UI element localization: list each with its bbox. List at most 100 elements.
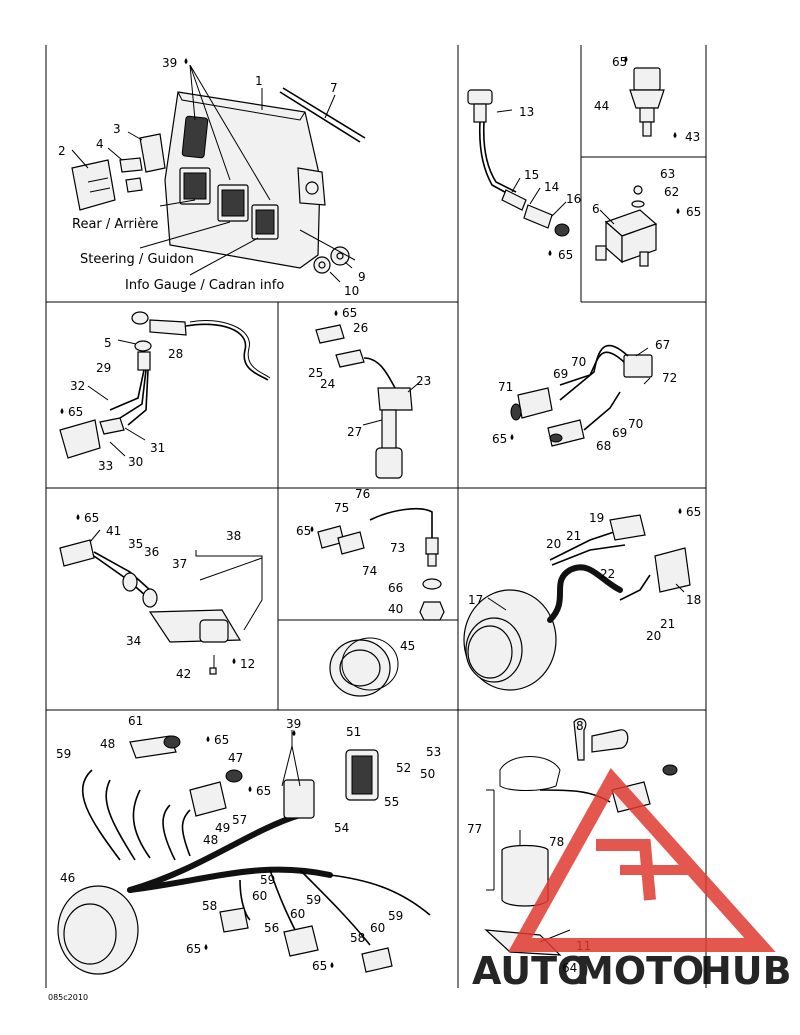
connector-cover-3 — [139, 133, 166, 173]
callout-16: 16 — [566, 192, 581, 206]
callout-69: 69 — [553, 367, 568, 381]
callout-23: 23 — [416, 374, 431, 388]
callout-50: 50 — [420, 767, 435, 781]
callout-17: 17 — [468, 593, 483, 607]
callout-59d: 59 — [388, 909, 403, 923]
doc-code: 085c2010 — [48, 993, 88, 1002]
oil-drop-icon — [548, 250, 552, 256]
part-callouts: 39 1 7 3 4 2 9 10 65 44 43 13 15 14 16 6… — [56, 55, 701, 975]
callout-12: 12 — [240, 657, 255, 671]
caption-steering: Steering / Guidon — [80, 252, 194, 267]
callout-76: 76 — [355, 487, 370, 501]
callout-65e: 65 — [342, 306, 357, 320]
oil-drop-icon — [206, 736, 210, 742]
callout-34: 34 — [126, 634, 141, 648]
callout-65j: 65 — [214, 733, 229, 747]
oil-drop-icon — [248, 786, 252, 792]
callout-63: 63 — [660, 167, 675, 181]
oil-drop-icon — [624, 56, 628, 62]
connector-2 — [71, 159, 116, 211]
callout-9: 9 — [358, 270, 366, 284]
oil-drop-icon — [232, 658, 236, 664]
callout-58b: 58 — [350, 931, 365, 945]
automotohub-watermark: AUTO MOTO HUB — [472, 768, 792, 993]
callout-48: 48 — [100, 737, 115, 751]
callout-65l: 65 — [186, 942, 201, 956]
callout-1: 1 — [255, 74, 263, 88]
callout-57: 57 — [232, 813, 247, 827]
callout-65b: 65 — [558, 248, 573, 262]
callout-65g: 65 — [84, 511, 99, 525]
callout-74: 74 — [362, 564, 377, 578]
callout-67: 67 — [655, 338, 670, 352]
callout-69b: 69 — [612, 426, 627, 440]
lanyard-panel — [59, 311, 271, 459]
oil-drop-icon — [184, 58, 188, 64]
callout-47: 47 — [228, 751, 243, 765]
callout-13: 13 — [519, 105, 534, 119]
callout-31: 31 — [150, 441, 165, 455]
callout-38: 38 — [226, 529, 241, 543]
oil-drop-icon — [292, 730, 296, 736]
oil-drop-icon — [204, 944, 208, 950]
oil-drop-icon — [678, 508, 682, 514]
callout-21: 21 — [566, 529, 581, 543]
callout-20: 20 — [546, 537, 561, 551]
callout-54: 54 — [334, 821, 349, 835]
callout-36: 36 — [144, 545, 159, 559]
callout-52: 52 — [396, 761, 411, 775]
main-harness-panel — [57, 730, 431, 975]
oil-drop-icons — [60, 56, 682, 968]
throttle-34-panel — [59, 529, 263, 675]
callout-65c: 65 — [686, 205, 701, 219]
callout-53: 53 — [426, 745, 441, 759]
callout-65f: 65 — [492, 432, 507, 446]
oil-drop-icon — [60, 408, 64, 414]
callout-22: 22 — [600, 567, 615, 581]
gauge-17-panel — [463, 514, 691, 691]
callout-49: 49 — [215, 821, 230, 835]
callout-5: 5 — [104, 336, 112, 350]
callout-48b: 48 — [203, 833, 218, 847]
ring-45-panel — [329, 637, 399, 697]
callout-46: 46 — [60, 871, 75, 885]
callout-32: 32 — [70, 379, 85, 393]
callout-75: 75 — [334, 501, 349, 515]
callout-60: 60 — [252, 889, 267, 903]
callout-25: 25 — [308, 366, 323, 380]
caption-info-gauge: Info Gauge / Cadran info — [125, 278, 284, 293]
callout-24: 24 — [320, 377, 335, 391]
callout-20b: 20 — [646, 629, 661, 643]
callout-61: 61 — [128, 714, 143, 728]
logo-auto: AUTO — [472, 949, 589, 993]
callout-60c: 60 — [370, 921, 385, 935]
callout-72: 72 — [662, 371, 677, 385]
callout-39: 39 — [162, 56, 177, 70]
callout-65k: 65 — [256, 784, 271, 798]
callout-30: 30 — [128, 455, 143, 469]
callout-65i: 65 — [686, 505, 701, 519]
connector-4 — [119, 157, 143, 173]
sensor-27-panel — [315, 324, 421, 479]
callout-40: 40 — [388, 602, 403, 616]
callout-21b: 21 — [660, 617, 675, 631]
caption-rear: Rear / Arrière — [72, 217, 158, 232]
logo-triangle — [508, 768, 776, 952]
callout-19: 19 — [589, 511, 604, 525]
callout-27: 27 — [347, 425, 362, 439]
callout-73: 73 — [390, 541, 405, 555]
callout-64: 64 — [562, 961, 577, 975]
callout-56: 56 — [264, 921, 279, 935]
callout-65h: 65 — [296, 524, 311, 538]
logo-moto: MOTO — [576, 949, 704, 993]
harness-67-panel — [510, 344, 653, 447]
sensor-44-panel — [629, 67, 665, 137]
callout-14: 14 — [544, 180, 559, 194]
callout-29: 29 — [96, 361, 111, 375]
callout-15: 15 — [524, 168, 539, 182]
callout-55: 55 — [384, 795, 399, 809]
oil-drop-icon — [673, 132, 677, 138]
callout-43: 43 — [685, 130, 700, 144]
oil-drop-icon — [334, 310, 338, 316]
